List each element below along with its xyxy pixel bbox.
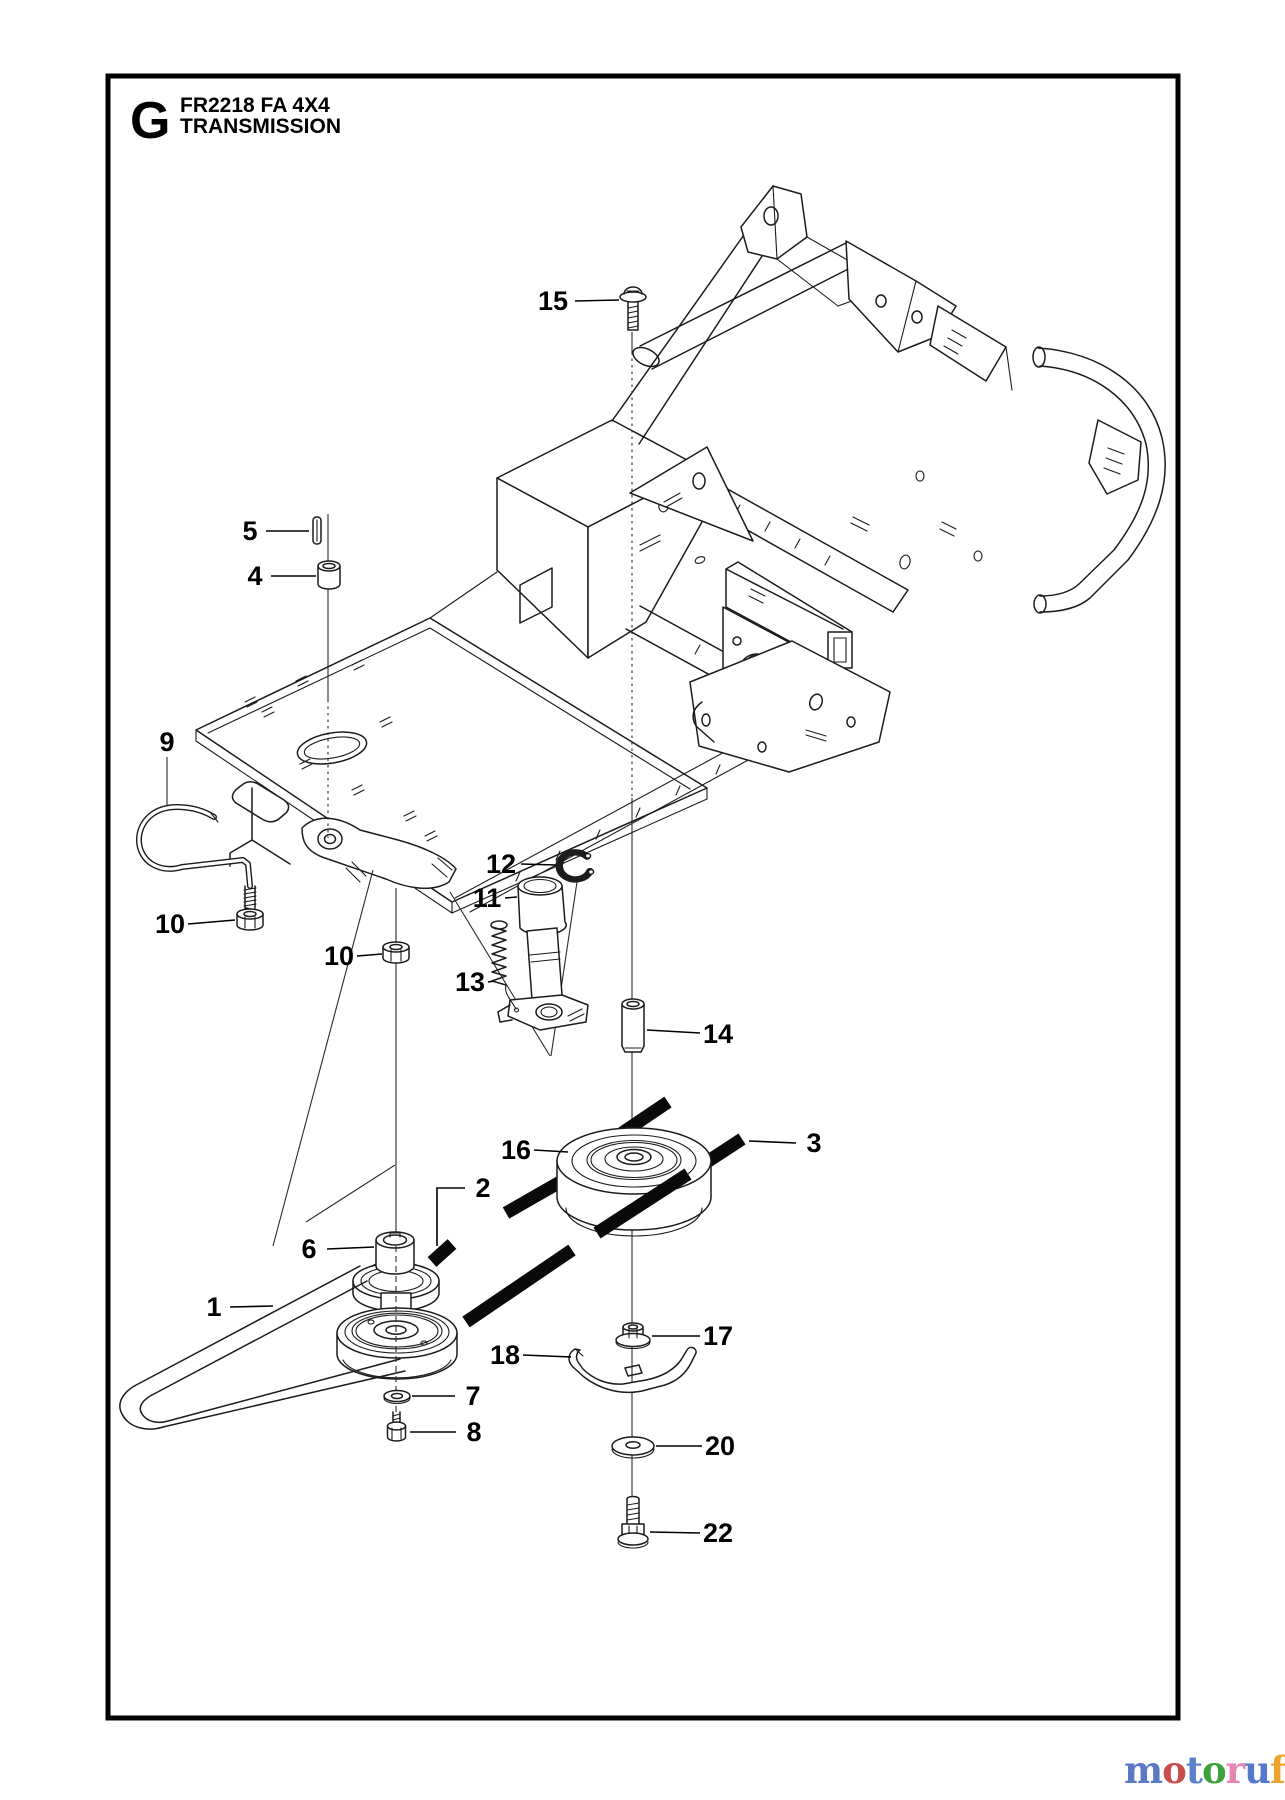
callout-18: 18 — [490, 1340, 520, 1370]
callout-3: 3 — [806, 1128, 821, 1158]
part-17-nut — [615, 1322, 651, 1350]
part-22-bolt — [617, 1495, 649, 1549]
part-7-washer — [383, 1389, 411, 1405]
callout-labels: 15 5 4 9 10 10 12 11 13 14 16 3 2 6 1 17… — [155, 286, 822, 1548]
callout-5: 5 — [242, 516, 257, 546]
page-title-model: FR2218 FA 4X4 — [180, 94, 330, 117]
watermark-logo: motoruf'.de — [1124, 1752, 1285, 1789]
callout-1: 1 — [206, 1292, 221, 1322]
callout-8: 8 — [466, 1417, 481, 1447]
callout-17: 17 — [703, 1321, 733, 1351]
part-12-snap-ring — [555, 849, 595, 883]
watermark-letter: m — [1124, 1748, 1163, 1792]
leader-14 — [646, 1029, 701, 1034]
frame-tower — [429, 419, 703, 659]
callout-14: 14 — [703, 1019, 733, 1049]
leader-22 — [649, 1531, 701, 1534]
page-border — [105, 73, 1181, 1721]
callout-6: 6 — [301, 1234, 316, 1264]
leader-10a — [187, 919, 236, 925]
callout-22: 22 — [703, 1518, 733, 1548]
leader-2 — [436, 1187, 465, 1246]
callout-15: 15 — [538, 286, 568, 316]
pivot-arm-bracket — [229, 787, 457, 889]
callout-12: 12 — [486, 849, 516, 879]
small-parts — [135, 286, 697, 1549]
part-11-tension-sleeve — [497, 876, 589, 1031]
part-6-hub — [375, 1231, 415, 1275]
part-10-nut — [382, 941, 410, 964]
callout-20: 20 — [705, 1431, 735, 1461]
watermark-letter: f — [1270, 1748, 1285, 1792]
leader-10b — [356, 953, 383, 957]
clutch-pulley-assembly — [336, 1231, 458, 1380]
leader-6 — [326, 1246, 375, 1250]
leader-3 — [748, 1140, 797, 1144]
callout-2: 2 — [475, 1173, 490, 1203]
section-letter: G — [130, 92, 170, 150]
part-20-washer — [611, 1436, 655, 1459]
part-14-pin — [621, 998, 645, 1053]
part-10-nut — [236, 908, 264, 931]
part-5-pin — [312, 516, 322, 545]
callout-9: 9 — [159, 727, 174, 757]
callout-10a: 10 — [155, 909, 185, 939]
watermark-letter: u — [1244, 1748, 1271, 1792]
callout-7: 7 — [465, 1381, 480, 1411]
chassis-frame — [195, 185, 1166, 914]
rear-bracket-cluster — [629, 446, 891, 773]
part-4-bushing — [317, 560, 341, 590]
callout-11: 11 — [473, 883, 502, 913]
part-13-spring — [490, 920, 520, 1013]
part-8-bolt — [386, 1411, 407, 1442]
callout-leaders — [187, 299, 797, 1534]
leader-11 — [504, 896, 518, 899]
leader-15 — [574, 299, 620, 302]
belt-3-front — [593, 1168, 692, 1239]
part-15-screw — [619, 286, 647, 331]
part-1-drive-belt — [119, 1265, 406, 1430]
handle-tube — [632, 242, 859, 370]
watermark-letter: r — [1225, 1748, 1245, 1792]
rear-rail — [611, 231, 769, 445]
callout-10b: 10 — [324, 941, 354, 971]
leader-13 — [487, 980, 495, 983]
part-9-bent-rod — [135, 804, 257, 911]
leader-1 — [229, 1305, 274, 1308]
leader-18 — [522, 1354, 572, 1358]
callout-13: 13 — [455, 967, 485, 997]
callout-4: 4 — [247, 561, 262, 591]
watermark-letter: o — [1201, 1748, 1227, 1792]
sheet-holes — [694, 470, 983, 604]
part-18-belt-guide — [568, 1346, 697, 1394]
leader-12 — [520, 863, 557, 866]
idler-pulley — [556, 1127, 712, 1237]
page-title-subtitle: TRANSMISSION — [180, 115, 341, 138]
watermark-letter: o — [1162, 1748, 1187, 1792]
leader-16 — [533, 1149, 569, 1153]
rear-upper-plates — [845, 240, 1013, 391]
bumper-tube — [1032, 346, 1166, 614]
callout-16: 16 — [501, 1135, 531, 1165]
watermark-letter: t — [1185, 1748, 1203, 1792]
